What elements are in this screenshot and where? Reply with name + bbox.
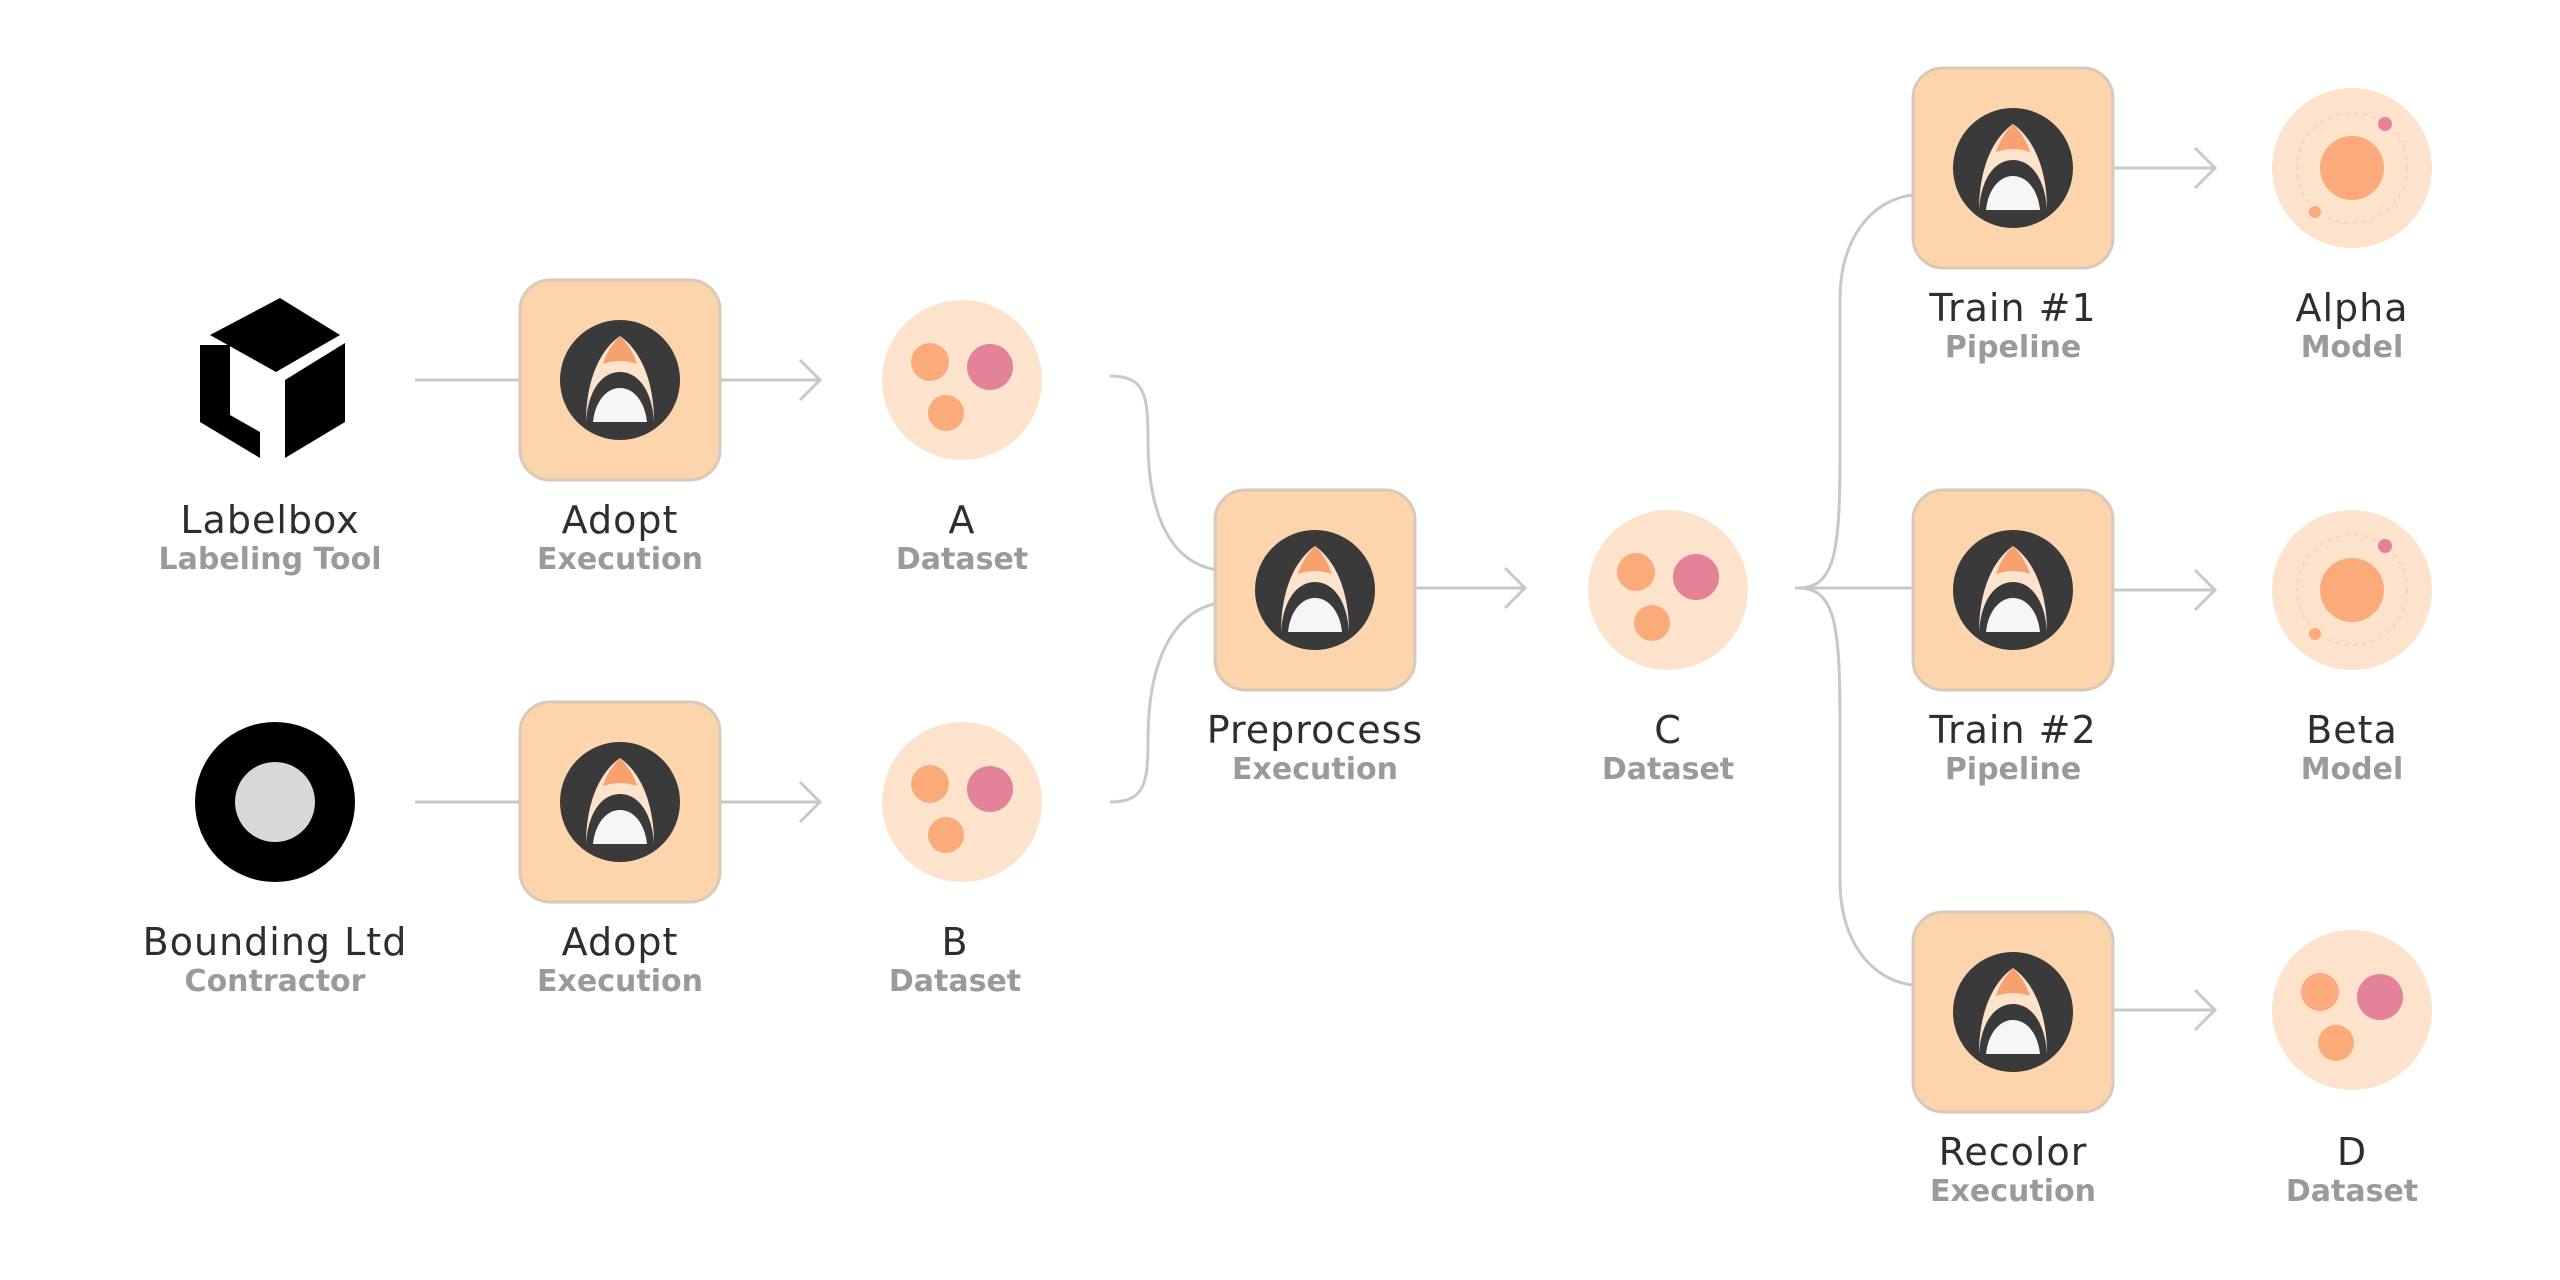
node-subtitle: Execution — [537, 964, 703, 999]
shark-icon — [1953, 108, 2073, 228]
tile-adopt-top[interactable] — [518, 278, 722, 482]
dataset-a-node[interactable] — [882, 300, 1042, 460]
node-title: Adopt — [561, 498, 679, 542]
node-label-beta: Beta Model — [2202, 708, 2502, 787]
connector-c-recolor — [1797, 586, 1914, 987]
node-label-alpha: Alpha Model — [2202, 286, 2502, 365]
arrowhead-a — [798, 358, 823, 402]
tile-train2[interactable] — [1911, 488, 2115, 692]
node-label-train2: Train #2 Pipeline — [1863, 708, 2163, 787]
shark-icon — [1953, 952, 2073, 1072]
node-title: Preprocess — [1206, 708, 1424, 752]
node-subtitle: Contractor — [184, 964, 366, 999]
node-title: D — [2336, 1130, 2368, 1174]
model-beta-node[interactable] — [2272, 510, 2432, 670]
tile-adopt-bottom[interactable] — [518, 700, 722, 904]
node-subtitle: Model — [2300, 752, 2404, 787]
node-title: Recolor — [1938, 1130, 2088, 1174]
model-orbit-icon — [2296, 112, 2408, 224]
node-subtitle: Model — [2300, 330, 2404, 365]
node-label-recolor: Recolor Execution — [1863, 1130, 2163, 1209]
shark-icon — [1953, 530, 2073, 650]
dataset-dots-icon — [911, 765, 1013, 853]
node-title: Labelbox — [180, 498, 360, 542]
bounding-ring-logo — [195, 722, 355, 882]
node-title: Alpha — [2295, 286, 2409, 330]
node-label-dataset-b: B Dataset — [805, 920, 1105, 999]
shark-icon — [1255, 530, 1375, 650]
node-label-dataset-a: A Dataset — [812, 498, 1112, 577]
dataset-b-node[interactable] — [882, 722, 1042, 882]
labelbox-cube-logo — [200, 298, 345, 458]
node-title: Adopt — [561, 920, 679, 964]
connector-a-preprocess — [1109, 374, 1219, 572]
shark-icon — [560, 742, 680, 862]
node-subtitle: Dataset — [895, 542, 1029, 577]
dataset-c-node[interactable] — [1588, 510, 1748, 670]
connector-c-train1 — [1797, 193, 1914, 590]
node-label-bounding: Bounding Ltd Contractor — [110, 920, 440, 999]
node-title: Bounding Ltd — [142, 920, 408, 964]
node-title: Beta — [2306, 708, 2398, 752]
model-orbit-icon — [2296, 534, 2408, 646]
dataset-dots-icon — [1617, 553, 1719, 641]
model-alpha-node[interactable] — [2272, 88, 2432, 248]
tile-preprocess[interactable] — [1213, 488, 1417, 692]
node-subtitle: Pipeline — [1944, 330, 2082, 365]
arrowhead-b — [798, 780, 823, 824]
node-title: B — [941, 920, 969, 964]
node-subtitle: Execution — [537, 542, 703, 577]
node-title: A — [948, 498, 976, 542]
node-label-adopt-top: Adopt Execution — [470, 498, 770, 577]
node-title: Train #1 — [1929, 286, 2097, 330]
node-label-labelbox: Labelbox Labeling Tool — [130, 498, 410, 577]
node-subtitle: Execution — [1232, 752, 1398, 787]
tile-recolor[interactable] — [1911, 910, 2115, 1114]
node-subtitle: Pipeline — [1944, 752, 2082, 787]
node-subtitle: Dataset — [2285, 1174, 2419, 1209]
node-subtitle: Labeling Tool — [158, 542, 382, 577]
node-subtitle: Execution — [1930, 1174, 2096, 1209]
arrowhead-d — [2193, 988, 2218, 1032]
connector-b-preprocess — [1109, 601, 1219, 804]
dataset-d-node[interactable] — [2272, 930, 2432, 1090]
node-label-adopt-bottom: Adopt Execution — [470, 920, 770, 999]
node-label-train1: Train #1 Pipeline — [1863, 286, 2163, 365]
dataset-dots-icon — [2301, 973, 2403, 1061]
tile-train1[interactable] — [1911, 66, 2115, 270]
node-subtitle: Dataset — [1601, 752, 1735, 787]
node-label-dataset-d: D Dataset — [2202, 1130, 2502, 1209]
shark-icon — [560, 320, 680, 440]
arrowhead-beta — [2193, 568, 2218, 612]
node-title: C — [1654, 708, 1682, 752]
connectors — [415, 146, 2218, 1032]
arrowhead-c — [1503, 566, 1528, 610]
dataset-dots-icon — [911, 343, 1013, 431]
node-subtitle: Dataset — [888, 964, 1022, 999]
node-label-preprocess: Preprocess Execution — [1150, 708, 1480, 787]
arrowhead-alpha — [2193, 146, 2218, 190]
node-label-dataset-c: C Dataset — [1518, 708, 1818, 787]
node-title: Train #2 — [1929, 708, 2097, 752]
